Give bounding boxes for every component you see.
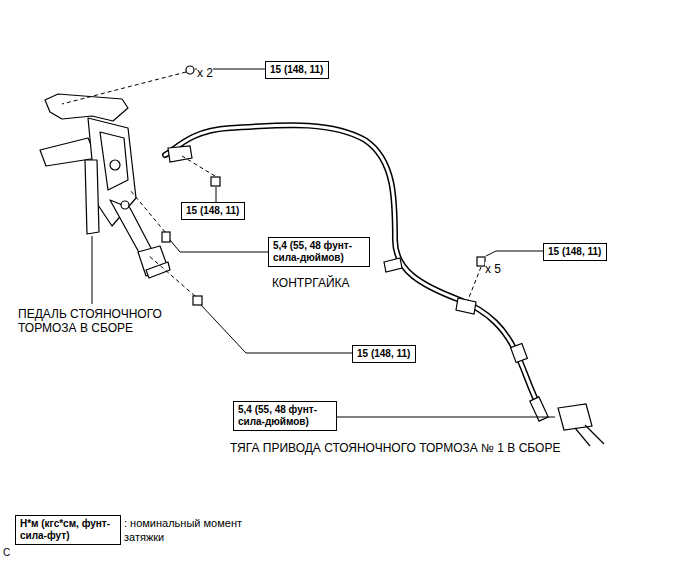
cable-fittings (575, 428, 590, 446)
leader-line (486, 251, 543, 256)
torque-value: 5,4 (55, 48 фунт-сила-дюймов) (273, 240, 365, 264)
leader-line (337, 417, 555, 418)
quantity-label: x 5 (485, 262, 501, 276)
parking-brake-pedal (85, 160, 99, 234)
cable-fittings (585, 425, 604, 444)
parking-brake-pedal (110, 160, 120, 170)
fasteners (477, 257, 485, 266)
leader-line (92, 69, 555, 417)
cable-fittings (511, 343, 528, 362)
torque-box: Н*м (кгс*см, фунт-сила-фут) (15, 515, 121, 545)
torque-box: 5,4 (55, 48 фунт-сила-дюймов) (268, 237, 370, 267)
brake-cable (165, 125, 540, 408)
torque-value: 15 (148, 11) (357, 348, 411, 360)
dashed-leader (62, 72, 186, 104)
torque-box: 15 (148, 11) (352, 345, 416, 363)
fasteners (162, 66, 485, 305)
leader-line (170, 240, 268, 252)
torque-value: 15 (148, 11) (186, 205, 240, 217)
part-label: КОНТРГАЙКА (272, 276, 350, 290)
part-label: : номинальный момент затяжки (124, 516, 244, 544)
dashed-leader (62, 72, 481, 300)
parking-brake-pedal (146, 262, 170, 278)
torque-value: Н*м (кгс*см, фунт-сила-фут) (20, 518, 116, 542)
leader-line (201, 305, 352, 353)
parking-brake-pedal (100, 132, 128, 190)
torque-value: 5,4 (55, 48 фунт-сила-дюймов) (238, 404, 332, 428)
torque-value: 15 (148, 11) (270, 64, 324, 76)
fasteners (186, 66, 194, 74)
part-label: ПЕДАЛЬ СТОЯНОЧНОГО ТОРМОЗА В СБОРЕ (18, 307, 188, 335)
cable-fittings (456, 298, 476, 314)
dashed-leader (148, 255, 195, 296)
cable-fittings (384, 258, 402, 272)
parking-brake-pedal (40, 94, 170, 278)
fasteners (162, 232, 170, 242)
torque-value: 15 (148, 11) (548, 246, 602, 258)
figure-code: C (3, 546, 10, 560)
leader-line (216, 187, 217, 202)
dashed-leader (468, 267, 481, 300)
cable-fittings (168, 146, 604, 446)
part-label: ТЯГА ПРИВОДА СТОЯНОЧНОГО ТОРМОЗА № 1 В С… (230, 441, 575, 455)
brake-cable (165, 125, 540, 408)
fasteners (211, 177, 220, 186)
quantity-label: x 2 (197, 66, 213, 80)
parking-brake-pedal (45, 94, 128, 121)
torque-box: 15 (148, 11) (181, 202, 245, 220)
fasteners (193, 296, 202, 305)
dashed-leader (130, 190, 165, 232)
torque-box: 5,4 (55, 48 фунт-сила-дюймов) (233, 401, 337, 431)
leader-line (92, 236, 93, 304)
dashed-leader (182, 156, 215, 176)
brake-cable (165, 125, 540, 408)
torque-box: 15 (148, 11) (265, 61, 329, 79)
parking-brake-pedal (121, 201, 129, 209)
torque-box: 15 (148, 11) (543, 243, 607, 261)
